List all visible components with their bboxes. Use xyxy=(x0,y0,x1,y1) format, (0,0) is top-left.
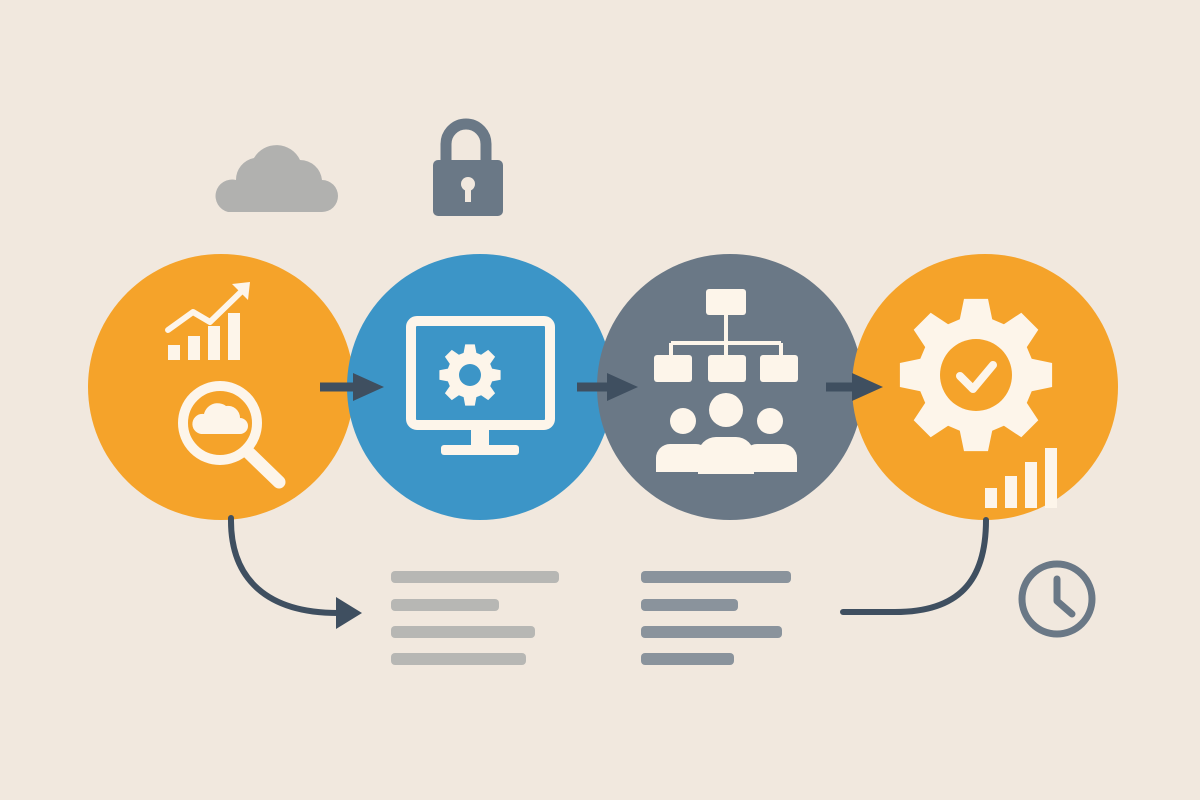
gear-check-icon-hole xyxy=(940,339,1012,411)
monitor-settings-icon xyxy=(406,316,555,455)
check-mark-icon xyxy=(956,361,997,393)
connector-arrow-3 xyxy=(826,373,883,401)
gear-check-icon xyxy=(899,298,1053,452)
step-3-node xyxy=(597,254,863,520)
cloud-icon xyxy=(215,145,338,212)
padlock-icon xyxy=(433,118,503,216)
growth-chart-icon xyxy=(165,282,250,360)
text-placeholder-block-2 xyxy=(641,571,791,665)
curved-connector-line xyxy=(840,517,989,615)
org-chart-icon xyxy=(654,289,798,382)
connector-arrow-2 xyxy=(577,373,638,401)
step-1-node xyxy=(88,254,354,520)
clock-icon xyxy=(1018,560,1096,638)
text-placeholder-block-1 xyxy=(391,571,559,665)
connector-arrow-1 xyxy=(320,373,384,401)
step-2-node xyxy=(347,254,613,520)
gear-icon xyxy=(439,344,501,406)
signal-bars-icon xyxy=(985,448,1057,508)
step-4-node xyxy=(852,254,1118,520)
curved-arrow xyxy=(227,515,362,629)
team-icon xyxy=(656,393,797,474)
gear-icon-hole xyxy=(459,364,481,386)
cloud-search-icon xyxy=(178,381,286,489)
